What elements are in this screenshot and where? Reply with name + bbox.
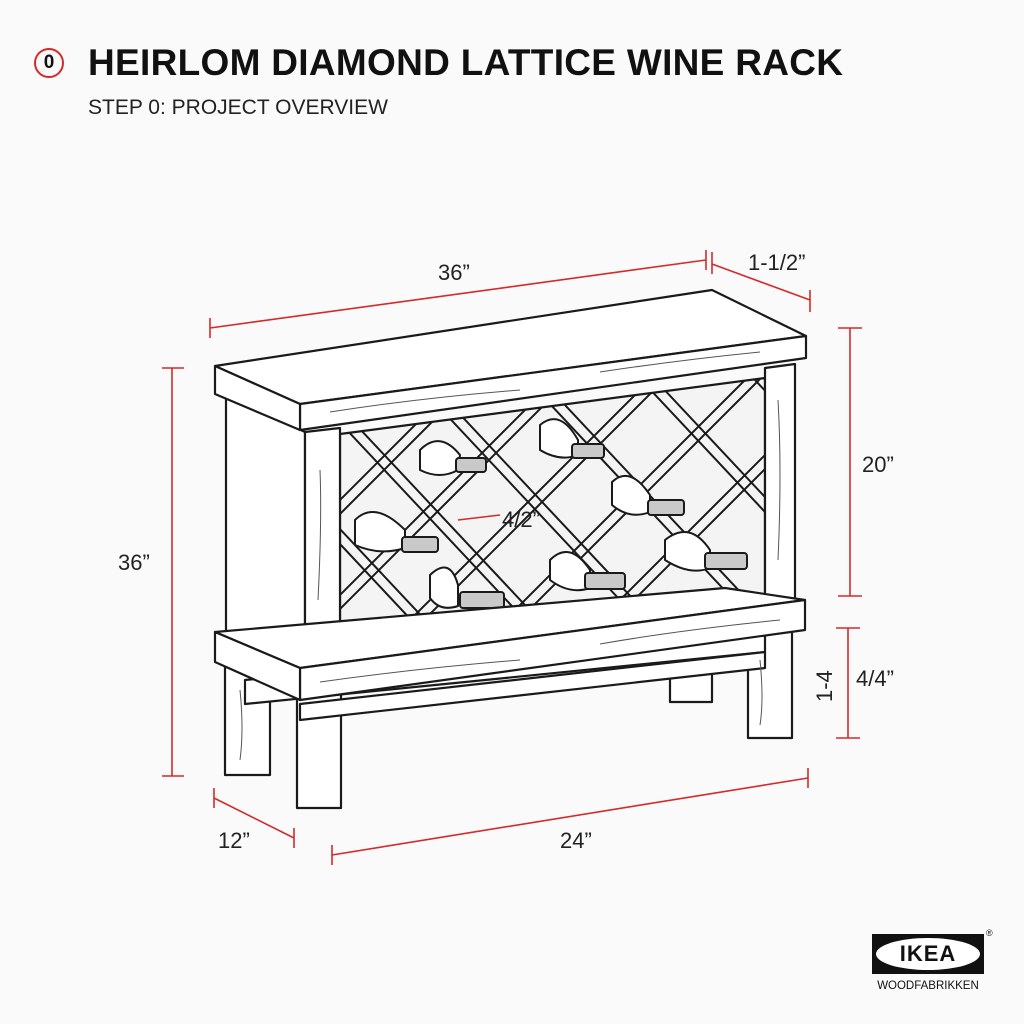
page-title: HEIRLOM DIAMOND LATTICE WINE RACK	[88, 42, 844, 83]
brand-tagline: WOODFABRIKKEN	[877, 980, 979, 992]
top-width-dimension-line	[209, 250, 707, 338]
leg-height-label: 4/4”	[856, 666, 894, 691]
top-thickness-dimension-line	[711, 252, 811, 312]
dimension-labels: 36” 1-1/2” 36” 20” 4/2” 1-4 4/4” 12” 24”	[118, 250, 894, 853]
leg-height-dimension-line	[836, 627, 860, 739]
bottle	[664, 531, 748, 572]
wine-rack-illustration	[213, 288, 808, 810]
registered-mark: ®	[986, 928, 993, 938]
bottle	[611, 474, 685, 516]
depth-dimension-line	[213, 788, 295, 848]
lattice-spacing-dimension-line	[457, 514, 501, 521]
top-thickness-label: 1-1/2”	[748, 250, 805, 275]
step-number-badge: 0	[34, 48, 64, 78]
leg-label-vertical: 1-4	[812, 670, 837, 702]
overall-height-label: 36”	[118, 550, 150, 575]
top-board-side	[213, 364, 302, 432]
lattice-height-dimension-line	[838, 327, 862, 597]
lattice-height-label: 20”	[862, 452, 894, 477]
wine-bottles	[354, 418, 748, 609]
brand-logo: IKEA WOODFABRIKKEN	[872, 934, 984, 992]
top-width-label: 36”	[438, 260, 470, 285]
logo-box: IKEA	[872, 934, 984, 974]
base-shelf-side	[213, 630, 302, 702]
bottle	[429, 566, 505, 609]
bottle	[419, 440, 487, 476]
logo-wordmark: IKEA	[876, 938, 980, 970]
page-subtitle: STEP 0: PROJECT OVERVIEW	[88, 96, 388, 119]
base-width-label: 24”	[560, 828, 592, 853]
lattice-spacing-label: 4/2”	[502, 507, 540, 532]
bottle	[354, 511, 439, 553]
bottle	[549, 551, 626, 592]
overall-height-dimension-line	[162, 367, 184, 777]
base-width-dimension-line	[331, 768, 809, 865]
base-apron-front	[298, 650, 767, 722]
depth-label: 12”	[218, 828, 250, 853]
bottle	[539, 418, 605, 459]
dimension-lines	[162, 250, 862, 865]
wood-grain	[239, 351, 781, 761]
